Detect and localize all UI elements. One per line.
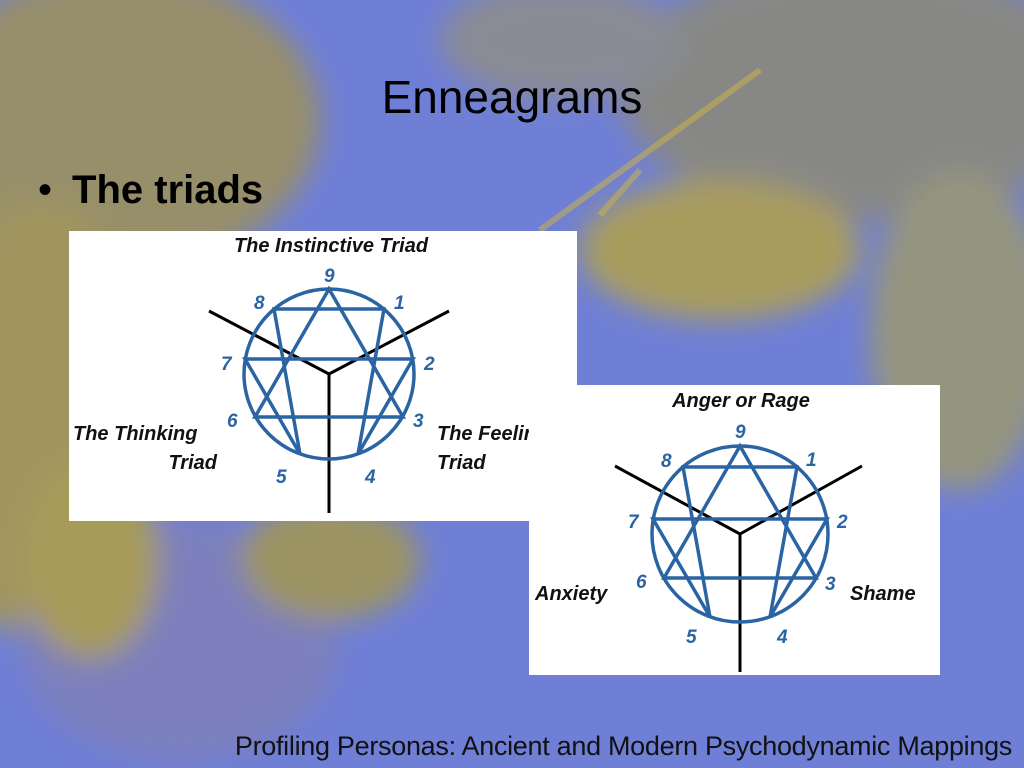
footer-caption: Profiling Personas: Ancient and Modern P… (234, 731, 1012, 761)
point-8: 8 (661, 451, 672, 472)
bullet-item: • The triads (38, 168, 263, 213)
point-7: 7 (221, 354, 233, 375)
instinctive-triad-diagram: 9 1 2 3 4 5 6 7 8 The Instinctive Triad … (69, 231, 577, 521)
point-8: 8 (254, 293, 265, 314)
point-3: 3 (825, 574, 836, 595)
triad-label-right-line1: The Feeling (437, 423, 548, 445)
point-7: 7 (628, 512, 640, 533)
point-5: 5 (686, 627, 697, 648)
point-4: 4 (364, 467, 376, 488)
enneagram-figure-2: 9 1 2 3 4 5 6 7 8 Anger or Rage Anxiety … (534, 390, 916, 672)
triad-label-top: The Instinctive Triad (234, 235, 429, 257)
divider-line-right (328, 309, 450, 376)
emotion-label-left: Anxiety (534, 583, 608, 605)
triad-label-right-line2: Triad (437, 452, 486, 474)
enneagram-figure-1: 9 1 2 3 4 5 6 7 8 The Instinctive Triad … (73, 235, 548, 513)
bullet-text: The triads (72, 168, 264, 212)
point-9: 9 (324, 266, 335, 287)
point-1: 1 (394, 293, 405, 314)
divider-line-left (208, 309, 330, 376)
enneagram-shape (241, 285, 417, 461)
point-3: 3 (413, 411, 424, 432)
slide-title: Enneagrams (381, 71, 643, 123)
point-5: 5 (276, 467, 287, 488)
emotion-label-top: Anger or Rage (671, 390, 810, 412)
bullet-dot: • (38, 168, 53, 212)
point-2: 2 (836, 512, 848, 533)
point-2: 2 (423, 354, 435, 375)
point-6: 6 (227, 411, 238, 432)
point-4: 4 (776, 627, 788, 648)
point-6: 6 (636, 572, 647, 593)
emotions-triad-diagram: 9 1 2 3 4 5 6 7 8 Anger or Rage Anxiety … (529, 385, 940, 675)
point-9: 9 (735, 422, 746, 443)
point-1: 1 (806, 450, 817, 471)
divider-line-right (739, 464, 863, 536)
enneagram-shape (649, 442, 831, 624)
emotion-label-right: Shame (850, 583, 916, 605)
triad-label-left-line2: Triad (168, 452, 217, 474)
divider-line-left (614, 464, 741, 536)
triad-label-left-line1: The Thinking (73, 423, 197, 445)
